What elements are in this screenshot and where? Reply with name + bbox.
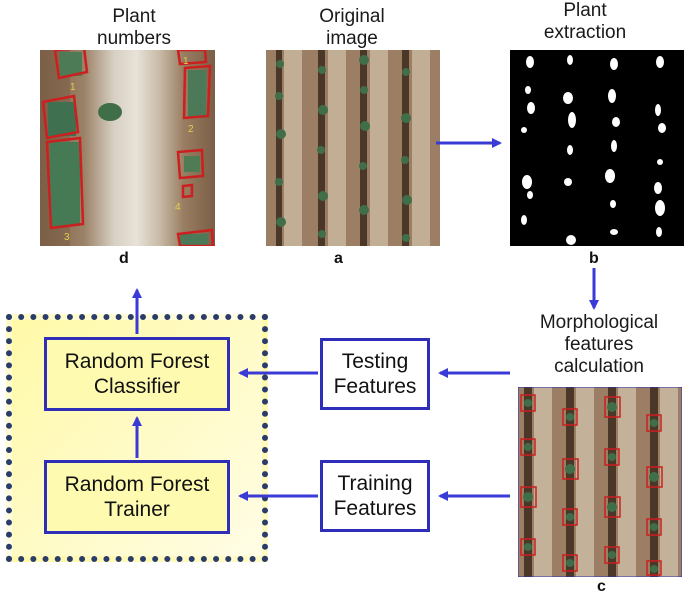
panel-label-d: d — [119, 250, 129, 267]
morphological-features-image — [518, 387, 682, 577]
training-features-box: Training Features — [320, 460, 430, 532]
svg-text:2: 2 — [188, 124, 194, 135]
panel-label-b: b — [589, 250, 599, 267]
panel-label-c: c — [597, 578, 606, 595]
random-forest-classifier-box: Random Forest Classifier — [44, 337, 230, 411]
panel-label-a: a — [334, 250, 343, 267]
svg-text:1: 1 — [70, 82, 76, 93]
plant-numbers-image: 1 1 2 3 4 — [40, 50, 215, 246]
caption-original-image: Original image — [319, 6, 385, 49]
caption-plant-numbers: Plant numbers — [97, 6, 171, 49]
svg-text:1: 1 — [183, 56, 189, 67]
original-image — [266, 50, 440, 246]
svg-text:4: 4 — [175, 202, 181, 213]
svg-text:3: 3 — [64, 232, 70, 243]
caption-morphological-features: Morphological features calculation — [539, 312, 659, 377]
random-forest-trainer-box: Random Forest Trainer — [44, 460, 230, 534]
plant-extraction-image — [510, 50, 684, 246]
testing-features-box: Testing Features — [320, 338, 430, 410]
caption-plant-extraction: Plant extraction — [543, 0, 627, 43]
